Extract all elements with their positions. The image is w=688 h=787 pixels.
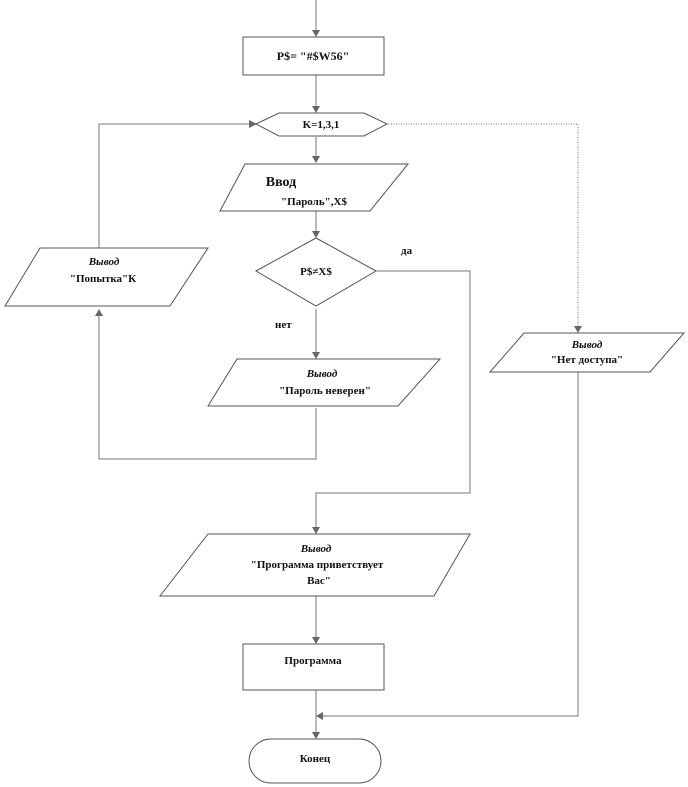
noaccess-title: Вывод [571,339,603,351]
program-process-box [242,643,385,691]
arrow-head [574,326,582,333]
arrow-head [312,156,320,163]
connector-loop-exit [386,123,579,332]
connector-condition-yes [315,270,471,533]
arrow-head [312,30,320,37]
welcome-line2: Вас" [307,575,331,587]
wrong-output-parallelogram [207,358,442,407]
attempt-text: "Попытка"К [70,273,136,285]
arrow-head [312,352,320,359]
no-label: нет [275,319,292,331]
input-title: Ввод [266,175,296,190]
init-process-box [242,36,385,76]
condition-text: P$≠X$ [300,266,332,278]
noaccess-output-parallelogram [488,332,686,373]
attempt-output-parallelogram [4,247,209,307]
program-text: Программа [284,655,342,667]
end-text: Конец [300,753,331,765]
arrow-head [316,712,323,720]
end-terminator [248,738,382,784]
attempt-title: Вывод [88,256,120,268]
connector-noaccess-end [322,372,579,717]
loop-hexagon [254,112,389,137]
wrong-text: "Пароль неверен" [279,385,371,397]
welcome-output-parallelogram [158,533,471,597]
welcome-line1: "Программа приветствует [251,559,384,571]
wrong-title: Вывод [306,368,338,380]
arrow-head [312,231,320,238]
arrow-head [312,527,320,534]
condition-diamond [254,237,378,307]
input-parallelogram [219,163,410,212]
welcome-title: Вывод [300,543,332,555]
yes-label: да [401,245,413,257]
connector-attempt-loop [98,123,256,248]
arrow-head [312,732,320,739]
arrow-head [249,120,257,128]
input-text: "Пароль",X$ [281,196,347,208]
connector-wrong-attempt [98,310,317,460]
arrow-head [95,309,103,316]
init-text: P$= "#$W56" [277,49,350,63]
arrow-head [312,637,320,644]
arrow-head [312,106,320,113]
loop-text: K=1,3,1 [303,119,340,131]
noaccess-text: "Нет доступа" [551,354,623,366]
